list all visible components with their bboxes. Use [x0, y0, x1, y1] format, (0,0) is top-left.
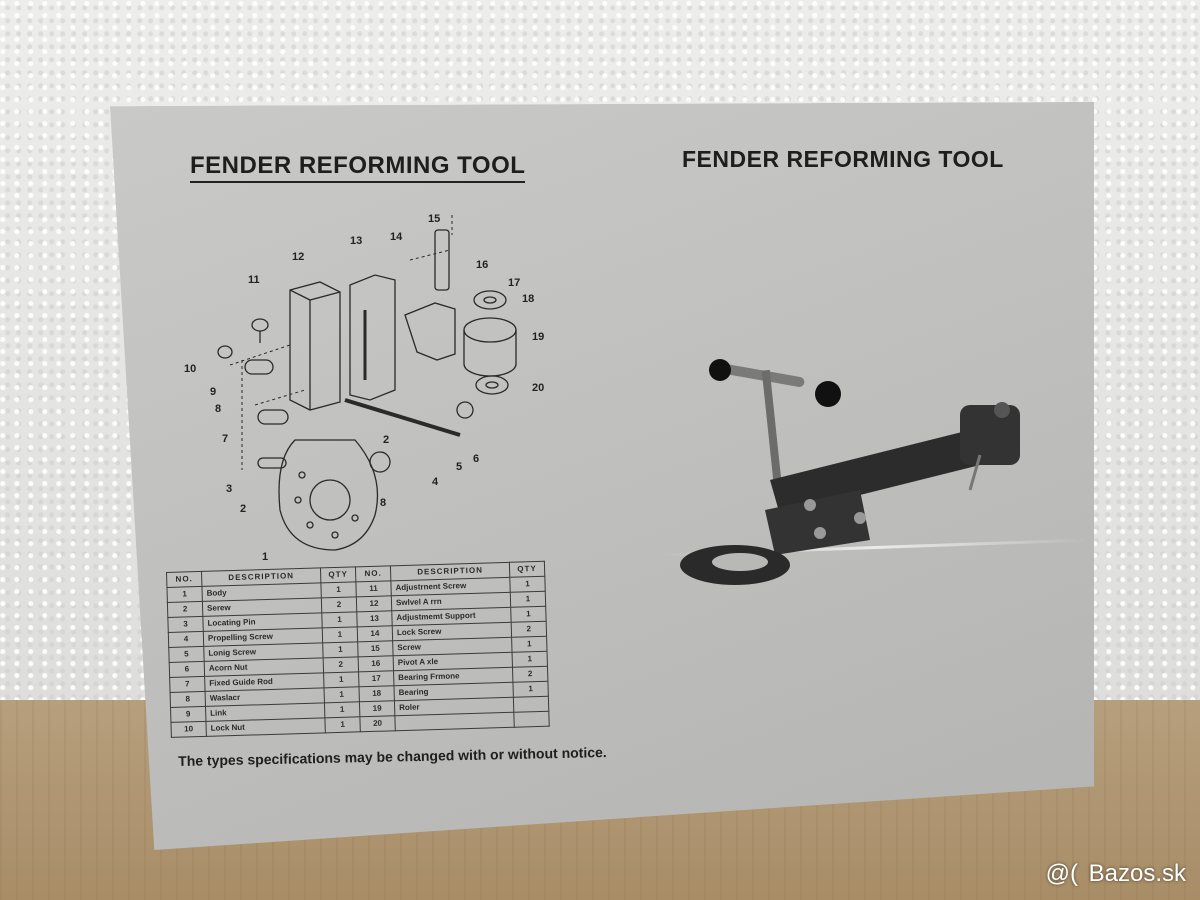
header-qty-2: QTY [509, 561, 545, 578]
cell-qty: 1 [322, 626, 358, 643]
cell-qty [513, 711, 550, 728]
cell-qty: 1 [324, 686, 360, 703]
diagram-label-8b: 8 [380, 497, 386, 509]
diagram-label-20: 20 [532, 382, 544, 394]
cell-no: 1 [166, 586, 203, 603]
cell-no: 2 [167, 601, 203, 618]
diagram-label-4: 4 [432, 476, 439, 488]
cell-no: 13 [356, 610, 393, 627]
cell-no: 3 [167, 616, 204, 633]
cell-qty: 1 [512, 681, 549, 698]
cell-no: 7 [169, 676, 206, 693]
cell-qty: 2 [323, 656, 359, 673]
cell-qty: 1 [324, 716, 361, 733]
cell-no: 19 [359, 700, 395, 717]
cell-no: 6 [169, 661, 205, 678]
exploded-parts-diagram: 1 2 2 3 4 5 6 7 8 8 9 10 11 12 13 14 15 … [184, 213, 544, 563]
pivot-axle [434, 229, 450, 291]
body-block [289, 281, 341, 411]
cell-no: 15 [357, 640, 394, 657]
cell-no: 8 [170, 691, 206, 708]
cell-no: 17 [358, 670, 394, 687]
cell-no: 9 [170, 706, 206, 723]
diagram-label-15: 15 [428, 213, 440, 225]
cell-qty: 1 [510, 591, 546, 608]
cell-no: 18 [358, 685, 395, 702]
cell-description: Lock Nut [205, 717, 326, 737]
heading-left: FENDER REFORMING TOOL [190, 152, 526, 183]
diagram-label-14: 14 [390, 231, 403, 243]
diagram-label-10: 10 [184, 363, 196, 375]
diagram-label-13: 13 [350, 235, 362, 247]
diagram-label-17: 17 [508, 277, 520, 289]
cell-qty [513, 696, 549, 713]
diagram-label-1: 1 [262, 551, 268, 563]
diagram-label-8a: 8 [215, 403, 221, 415]
bazos-logo-icon: @( [1045, 860, 1078, 887]
diagram-label-7: 7 [222, 433, 228, 445]
cell-qty: 1 [509, 576, 546, 593]
diagram-label-12: 12 [292, 251, 304, 263]
cell-no: 10 [170, 721, 207, 738]
header-no-1: NO. [166, 571, 202, 588]
parts-table: NO. DESCRIPTION QTY NO. DESCRIPTION QTY … [166, 561, 550, 738]
diagram-label-2b: 2 [383, 434, 389, 446]
heading-right: FENDER REFORMING TOOL [682, 146, 1004, 172]
cell-qty: 1 [322, 641, 359, 658]
cell-no: 20 [359, 715, 396, 732]
diagram-label-18: 18 [522, 293, 534, 305]
swivel-arm [404, 302, 456, 361]
cell-qty: 1 [321, 611, 358, 628]
diagram-label-19: 19 [532, 331, 544, 343]
diagram-label-5: 5 [456, 461, 462, 473]
cell-qty: 1 [511, 636, 548, 653]
cell-no: 11 [355, 580, 392, 597]
cell-qty: 1 [323, 671, 359, 688]
diagram-label-3: 3 [226, 483, 232, 495]
header-qty-1: QTY [320, 566, 356, 583]
cell-no: 4 [168, 631, 204, 648]
diagram-label-16: 16 [476, 259, 488, 271]
cell-qty: 1 [510, 606, 547, 623]
cell-qty: 1 [324, 701, 360, 718]
diagram-label-6: 6 [473, 453, 479, 465]
watermark: @( Bazos.sk [1046, 860, 1186, 888]
diagram-label-9: 9 [210, 386, 216, 398]
cell-qty: 1 [512, 651, 548, 668]
watermark-text: Bazos.sk [1088, 860, 1186, 887]
cell-no: 16 [358, 655, 394, 672]
header-no-2: NO. [355, 565, 391, 582]
cell-qty: 2 [321, 596, 357, 613]
cell-no: 5 [168, 646, 205, 663]
cell-no: 14 [357, 625, 393, 642]
diagram-label-2a: 2 [240, 503, 246, 515]
cell-qty: 2 [511, 621, 547, 638]
body-plate [278, 439, 379, 551]
cell-no: 12 [356, 595, 392, 612]
cell-description [394, 712, 515, 731]
adjustment-support [349, 274, 396, 401]
cell-qty: 2 [512, 666, 548, 683]
cell-qty: 1 [320, 581, 357, 598]
propelling-screw [344, 398, 461, 437]
diagram-label-11: 11 [248, 274, 260, 286]
tool-photo [680, 359, 1020, 585]
